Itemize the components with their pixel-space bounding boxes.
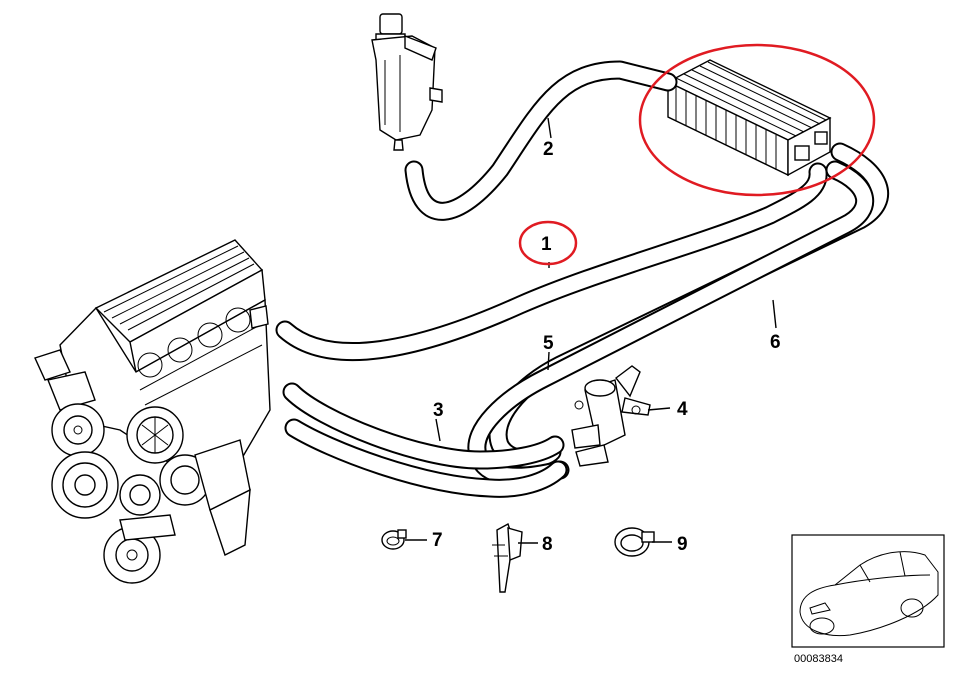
holder-8-illustration bbox=[492, 522, 523, 593]
vehicle-thumbnail: 00083834 bbox=[791, 534, 945, 665]
part-label-8[interactable]: 8 bbox=[542, 534, 553, 555]
expansion-tank-illustration bbox=[371, 13, 443, 151]
engine-block-illustration bbox=[34, 239, 271, 584]
hose-clamp-9-illustration bbox=[614, 527, 655, 557]
part-label-5[interactable]: 5 bbox=[543, 333, 554, 354]
part-1-highlight bbox=[518, 220, 578, 266]
hose-5 bbox=[467, 160, 875, 486]
part-label-1[interactable]: 1 bbox=[541, 234, 552, 255]
part-label-7[interactable]: 7 bbox=[432, 530, 443, 551]
part-label-2[interactable]: 2 bbox=[543, 139, 554, 160]
heater-core-illustration bbox=[666, 59, 832, 177]
part-label-6[interactable]: 6 bbox=[770, 332, 781, 353]
hose-1 bbox=[275, 162, 828, 361]
hose-clamp-7-illustration bbox=[381, 529, 407, 550]
reference-number: 00083834 bbox=[794, 653, 843, 665]
hose-2 bbox=[404, 60, 678, 221]
water-valve-illustration bbox=[571, 365, 651, 467]
leader-lines bbox=[405, 117, 777, 544]
hose-3 bbox=[282, 382, 568, 498]
part-label-9[interactable]: 9 bbox=[677, 534, 688, 555]
part-label-4[interactable]: 4 bbox=[677, 399, 688, 420]
heater-core-highlight bbox=[638, 43, 876, 197]
part-label-3[interactable]: 3 bbox=[433, 400, 444, 421]
